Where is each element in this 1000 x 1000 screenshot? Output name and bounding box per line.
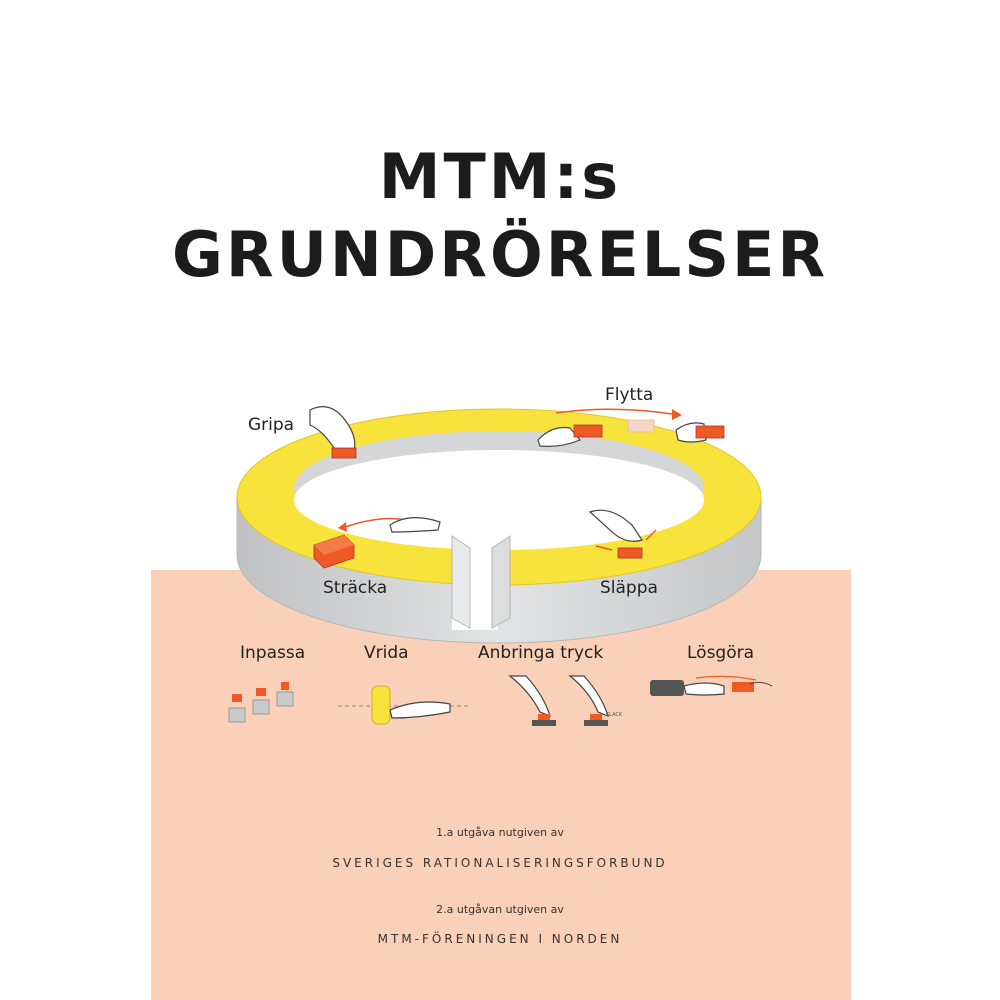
label-inpassa: Inpassa xyxy=(240,643,306,663)
label-gripa: Gripa xyxy=(248,415,295,435)
ring-gap-face-right xyxy=(491,535,511,629)
title-line-2: GRUNDRÖRELSER xyxy=(171,218,829,291)
second-edition-note: 2.a utgåvan utgiven av xyxy=(436,903,564,916)
anbringa-tryck-icon: SLACK xyxy=(508,675,623,726)
label-slappa: Släppa xyxy=(600,578,658,598)
slack-text: SLACK xyxy=(606,712,623,718)
second-publisher: MTM-FÖRENINGEN I NORDEN xyxy=(377,932,623,946)
stracka-illustration xyxy=(313,517,441,569)
vrida-icon xyxy=(338,685,468,725)
ring-gap-face-left xyxy=(451,535,471,629)
losgora-icon xyxy=(650,675,773,696)
label-vrida: Vrida xyxy=(364,643,409,663)
first-edition-note: 1.a utgåva nutgiven av xyxy=(436,826,564,839)
label-anbringa-tryck: Anbringa tryck xyxy=(478,643,604,663)
inpassa-icon xyxy=(228,682,294,723)
slappa-illustration xyxy=(588,509,657,559)
gripa-illustration xyxy=(309,406,357,459)
label-losgora: Lösgöra xyxy=(687,643,755,663)
label-flytta: Flytta xyxy=(605,385,654,405)
title-line-1: MTM:s xyxy=(378,140,622,213)
flytta-illustration xyxy=(537,408,725,447)
label-stracka: Sträcka xyxy=(323,578,388,598)
ring-inner-hole xyxy=(294,450,704,550)
first-publisher: SVERIGES RATIONALISERINGSFORBUND xyxy=(332,856,668,870)
